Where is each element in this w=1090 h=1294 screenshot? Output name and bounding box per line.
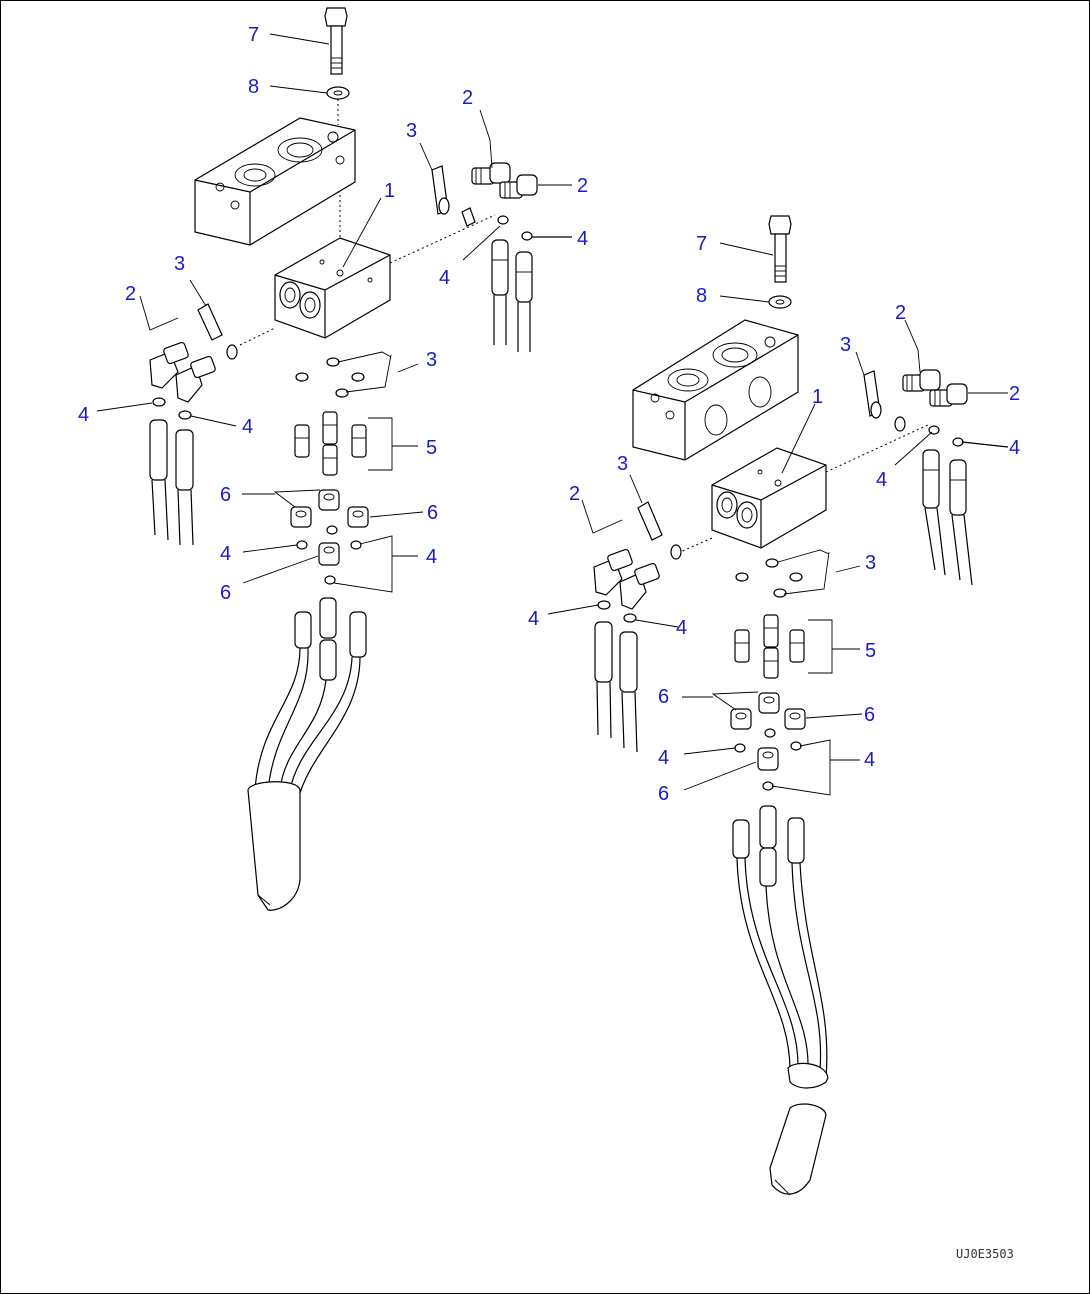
orings-center-a [295, 357, 365, 398]
callout-4-a-mid: 4 [439, 267, 450, 289]
callout-1-b: 1 [812, 386, 823, 408]
callout-4-a-right: 4 [577, 228, 588, 250]
callout-4-a-lower-left: 4 [220, 543, 231, 565]
callout-2-b-right: 2 [1009, 383, 1020, 405]
orings-center-b [735, 558, 803, 598]
hoses-left-b [594, 600, 638, 753]
assembly-b: 7 8 1 3 2 2 4 4 3 2 3 4 4 5 6 6 4 4 6 [528, 215, 1020, 1196]
callout-5-a: 5 [426, 437, 437, 459]
hose-bundle-b [732, 805, 829, 1196]
callout-8-a: 8 [248, 76, 259, 98]
orings-lower-a [296, 525, 362, 585]
leaders-a [96, 33, 572, 593]
callout-2-a-right: 2 [577, 175, 588, 197]
callout-4-b-lower-left: 4 [658, 747, 669, 769]
leaders-b [547, 242, 1009, 796]
callout-6-b-left: 6 [658, 686, 669, 708]
callout-4-b-left: 4 [528, 608, 539, 630]
bolt-b [768, 215, 792, 283]
valve-body-b [711, 447, 827, 549]
callout-3-a-upper: 3 [406, 120, 417, 142]
callout-7-a: 7 [248, 24, 259, 46]
callout-4-b-mid: 4 [876, 469, 887, 491]
callout-6-a-bottom: 6 [220, 582, 231, 604]
callout-4-a-hose: 4 [242, 416, 253, 438]
elbow-fittings-left-b [593, 548, 660, 610]
hoses-upper-b [922, 449, 973, 586]
callout-3-b-upper: 3 [840, 334, 851, 356]
nuts-b [730, 692, 806, 771]
drawing-code: UJ0E3503 [956, 1247, 1014, 1261]
callout-3-a-center: 3 [426, 349, 437, 371]
callout-4-b-hose: 4 [676, 617, 687, 639]
callout-4-a-left: 4 [78, 404, 89, 426]
callout-4-b-lower-right: 4 [864, 749, 875, 771]
elbow-fittings-left-a [149, 341, 216, 403]
valve-body-a [274, 237, 391, 339]
orings-left-a [197, 303, 238, 360]
callout-7-b: 7 [696, 233, 707, 255]
callout-4-b-right: 4 [1009, 437, 1020, 459]
callout-2-a-upper: 2 [462, 87, 473, 109]
washer-b [768, 295, 792, 309]
nipples-b [734, 614, 805, 679]
elbow-fittings-upper-a [471, 162, 538, 199]
callout-6-b-bottom: 6 [658, 783, 669, 805]
washer-a [326, 86, 350, 100]
hose-bundle-a [247, 597, 367, 911]
callout-3-a-left: 3 [174, 253, 185, 275]
callout-4-a-lower-right: 4 [426, 546, 437, 568]
callout-6-a-right: 6 [427, 502, 438, 524]
valve-base-b [632, 319, 799, 461]
callout-3-b-center: 3 [865, 552, 876, 574]
callout-2-b-left: 2 [569, 483, 580, 505]
orings-left-b [637, 501, 682, 560]
callout-8-b: 8 [696, 285, 707, 307]
callout-1-a: 1 [384, 180, 395, 202]
callout-2-a-left: 2 [125, 283, 136, 305]
elbow-fittings-upper-b [902, 369, 968, 407]
callout-6-b-right: 6 [864, 704, 875, 726]
nipples-a [294, 411, 367, 476]
bolt-a [324, 7, 348, 75]
orings-upper-a [431, 165, 533, 241]
callout-6-a-left: 6 [220, 484, 231, 506]
callout-5-b: 5 [865, 640, 876, 662]
hoses-upper-a [491, 239, 533, 352]
valve-base-a [194, 117, 356, 246]
assembly-a: 7 8 1 3 2 2 4 4 3 2 3 4 4 5 6 6 4 4 6 [78, 7, 588, 911]
hoses-left-a [149, 397, 194, 546]
nuts-a [290, 489, 369, 566]
callout-3-b-left: 3 [617, 453, 628, 475]
callout-2-b-upper: 2 [895, 302, 906, 324]
